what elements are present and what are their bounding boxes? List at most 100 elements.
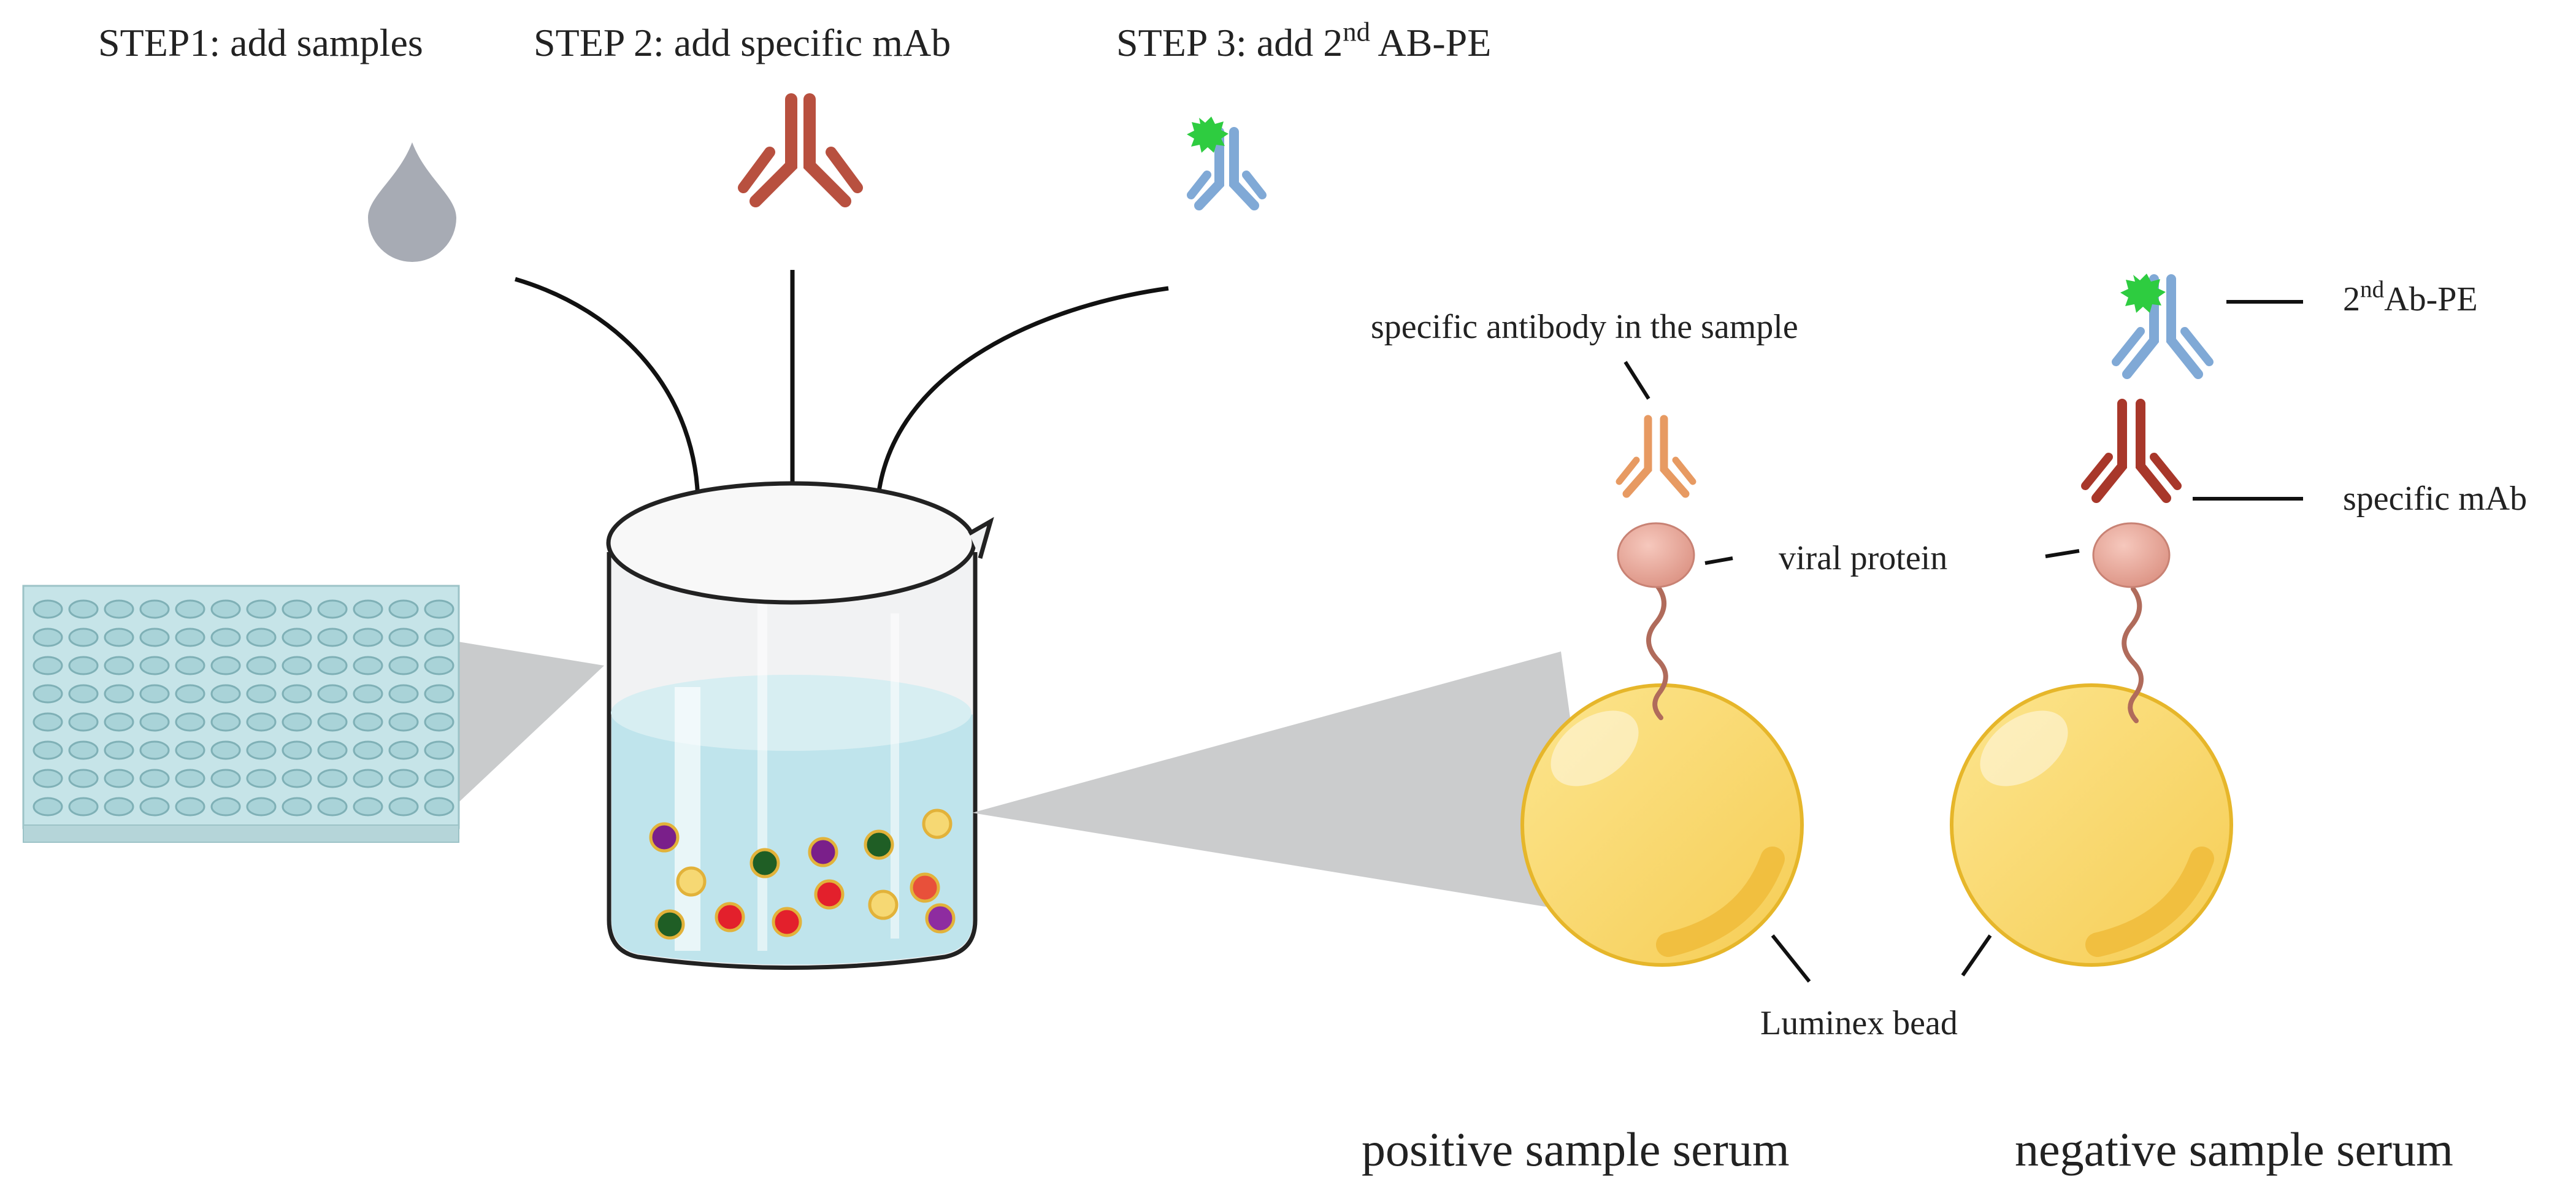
plate-well — [353, 769, 383, 788]
plate-well — [104, 599, 134, 619]
luminex-bead-label: Luminex bead — [1760, 1004, 1958, 1042]
plate-well — [68, 628, 99, 647]
viral-protein-negative — [2092, 522, 2171, 588]
step2-label: STEP 2: add specific mAb — [534, 23, 951, 63]
plate-well — [282, 599, 312, 619]
second-ab-suffix: Ab-PE — [2384, 280, 2478, 318]
step3-label: STEP 3: add 2nd AB-PE — [1116, 18, 1492, 64]
plate-well — [68, 740, 99, 760]
secondary-ab-pe-icon — [1187, 127, 1267, 210]
plate-well — [388, 712, 419, 732]
plate-well — [353, 684, 383, 704]
plate-well — [317, 740, 348, 760]
negative-serum-label: negative sample serum — [2015, 1123, 2453, 1176]
plate-well — [353, 628, 383, 647]
leader-lines — [1623, 300, 2303, 983]
plate-well — [175, 684, 205, 704]
plate-well — [424, 740, 454, 760]
plate-well — [68, 684, 99, 704]
plate-well — [424, 797, 454, 816]
plate-well — [388, 684, 419, 704]
arrow-step3 — [867, 286, 1169, 519]
second-ab-sup: nd — [2360, 276, 2385, 303]
second-ab-pe-label: 2ndAb-PE — [2343, 277, 2478, 318]
plate-well — [210, 656, 241, 675]
plate-well — [388, 740, 419, 760]
plate-well — [33, 599, 63, 619]
plate-well — [317, 628, 348, 647]
beaker-bead — [864, 829, 894, 860]
plate-well — [388, 656, 419, 675]
beaker-bead — [868, 889, 899, 920]
plate-well — [424, 769, 454, 788]
specific-mab-icon — [738, 93, 863, 207]
plate-well — [210, 740, 241, 760]
plate-well — [104, 684, 134, 704]
bead-zoom-cone — [972, 651, 1598, 915]
plate-well — [104, 628, 134, 647]
plate-well — [175, 797, 205, 816]
plate-well — [139, 712, 170, 732]
plate-well — [33, 712, 63, 732]
plate-well — [317, 712, 348, 732]
plate-well — [210, 684, 241, 704]
plate-well — [175, 769, 205, 788]
plate-well — [317, 599, 348, 619]
plate-well — [139, 656, 170, 675]
plate-well — [139, 769, 170, 788]
plate-well — [104, 656, 134, 675]
plate-well — [353, 599, 383, 619]
plate-well — [353, 740, 383, 760]
plate-well — [424, 599, 454, 619]
plate-well — [424, 684, 454, 704]
beaker-bead — [649, 822, 680, 853]
luminex-bead-positive — [1520, 683, 1804, 967]
plate-well — [282, 769, 312, 788]
plate-well — [68, 599, 99, 619]
plate-well — [424, 628, 454, 647]
plate-well — [246, 599, 277, 619]
plate-well — [175, 628, 205, 647]
plate-well — [210, 769, 241, 788]
arrow-step1 — [515, 277, 709, 518]
sample-drop-icon — [368, 142, 456, 262]
plate-well — [282, 656, 312, 675]
plate-well — [33, 740, 63, 760]
plate-well — [246, 628, 277, 647]
plate-well — [317, 769, 348, 788]
specific-mab-bound-icon — [2081, 399, 2182, 503]
step2-text: STEP 2: add specific mAb — [534, 21, 951, 64]
beaker-bead — [814, 879, 845, 910]
plate-well — [282, 684, 312, 704]
plate-well — [210, 599, 241, 619]
plate-well — [246, 740, 277, 760]
plate-well — [388, 797, 419, 816]
plate-well — [388, 599, 419, 619]
sample-antibody-icon — [1616, 415, 1696, 498]
beaker-bead — [772, 907, 802, 937]
beaker-bead — [925, 903, 956, 934]
plate-well — [282, 712, 312, 732]
plate-well — [139, 628, 170, 647]
plate-well — [33, 628, 63, 647]
second-ab-prefix: 2 — [2343, 280, 2360, 318]
plate-well — [175, 599, 205, 619]
step3-suffix: AB-PE — [1370, 21, 1492, 64]
step3-sup: nd — [1343, 16, 1370, 47]
beaker-bead — [922, 809, 953, 839]
pe-fluorophore-bound-icon — [2120, 274, 2166, 313]
plate-well — [353, 797, 383, 816]
plate-well — [68, 797, 99, 816]
beaker-bead — [715, 902, 745, 932]
plate-well — [353, 712, 383, 732]
plate-well — [33, 684, 63, 704]
viral-protein-label: viral protein — [1779, 539, 1948, 577]
beaker-bead — [654, 909, 685, 940]
plate-well — [139, 684, 170, 704]
linker-positive — [1646, 583, 1668, 720]
plate-well — [33, 797, 63, 816]
plate-well — [68, 656, 99, 675]
plate-well — [104, 769, 134, 788]
plate-well — [246, 684, 277, 704]
